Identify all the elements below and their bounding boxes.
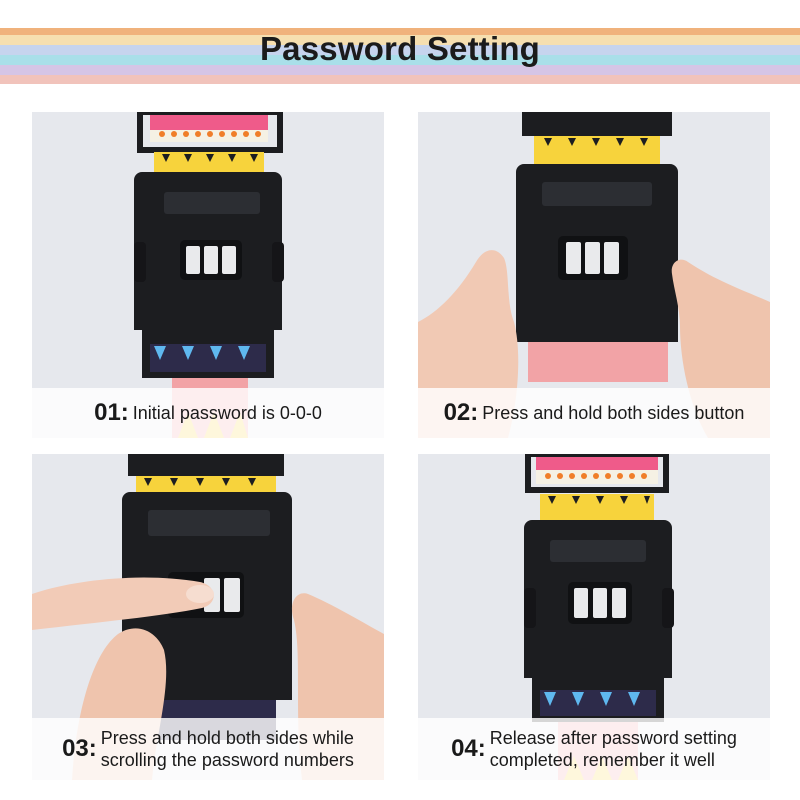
step-4-text-line-2: completed, remember it well — [489, 750, 715, 770]
step-4-panel: 04: Release after password setting compl… — [418, 454, 770, 780]
buckle-photo-hands-pressing — [418, 112, 770, 438]
step-3-text-line-2: scrolling the password numbers — [100, 750, 354, 770]
step-2-panel: 02: Press and hold both sides button — [418, 112, 770, 438]
step-2-caption: 02: Press and hold both sides button — [418, 388, 770, 438]
buckle-photo — [134, 112, 284, 438]
step-1-panel: 01: Initial password is 0-0-0 — [32, 112, 384, 438]
step-3-text-line-1: Press and hold both sides while — [100, 728, 354, 748]
step-4-text-line-1: Release after password setting — [489, 728, 737, 748]
step-1-number: 01: — [94, 399, 129, 426]
page-title: Password Setting — [259, 30, 541, 67]
step-3-panel: 03: Press and hold both sides while scro… — [32, 454, 384, 780]
step-4-number: 04: — [451, 735, 486, 762]
step-3-number: 03: — [62, 735, 97, 762]
rainbow-stripes — [0, 28, 800, 84]
header: Password Setting — [0, 0, 800, 100]
step-4-caption: 04: Release after password setting compl… — [418, 718, 770, 780]
step-1-text: Initial password is 0-0-0 — [132, 403, 322, 423]
step-1-caption: 01: Initial password is 0-0-0 — [32, 388, 384, 438]
step-2-text: Press and hold both sides button — [482, 403, 745, 423]
step-3-caption: 03: Press and hold both sides while scro… — [32, 718, 384, 780]
step-2-number: 02: — [443, 399, 479, 426]
